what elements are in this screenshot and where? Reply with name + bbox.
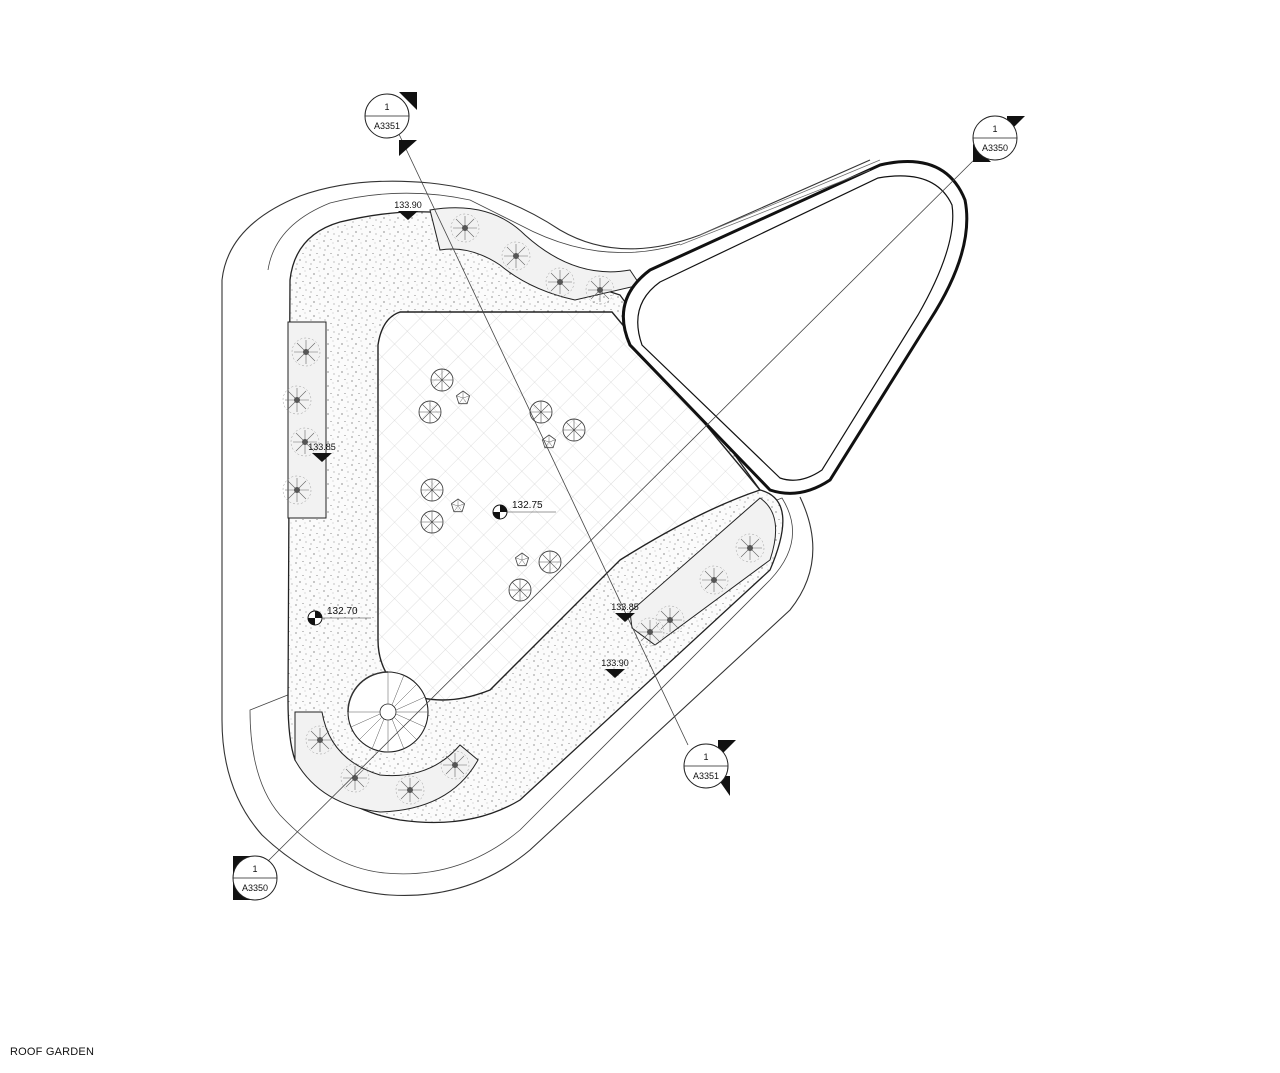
void-railing [679, 159, 881, 246]
level-tag-value: 133.90 [601, 658, 629, 668]
section-line-a3351 [397, 131, 689, 746]
section-marker-number: 1 [252, 864, 257, 874]
inner-slab-edge [249, 192, 793, 875]
section-marker-number: 1 [992, 124, 997, 134]
spot-elevation-value: 132.70 [327, 606, 358, 617]
section-marker[interactable]: 1 A3350 [972, 115, 1025, 162]
level-tag: 133.90 [394, 200, 422, 220]
level-tag-value: 133.85 [611, 602, 639, 612]
level-tag: 133.85 [308, 442, 336, 462]
section-marker-number: 1 [703, 752, 708, 762]
section-marker-sheet: A3351 [374, 121, 400, 131]
skylight-void-inner [637, 175, 954, 481]
spot-elevation-value: 132.75 [512, 500, 543, 511]
level-tag-value: 133.90 [394, 200, 422, 210]
tiled-court [377, 311, 762, 701]
planter-top [429, 207, 641, 301]
section-marker[interactable]: 1 A3350 [232, 855, 278, 901]
spot-elevation: 132.70 [307, 606, 371, 626]
section-line-a3350 [261, 151, 983, 868]
drawing-title: ROOF GARDEN [10, 1046, 95, 1058]
section-marker[interactable]: 1 A3351 [683, 740, 736, 796]
section-marker-sheet: A3350 [982, 143, 1008, 153]
section-marker-sheet: A3351 [693, 771, 719, 781]
spot-elevation: 132.75 [492, 500, 556, 520]
section-marker-number: 1 [384, 102, 389, 112]
section-marker[interactable]: 1 A3351 [364, 92, 417, 156]
section-marker-sheet: A3350 [242, 883, 268, 893]
level-tag: 133.90 [601, 658, 629, 678]
planter-bottom [294, 711, 479, 813]
spiral-stair [347, 671, 429, 753]
level-tag: 133.85 [611, 602, 639, 622]
outer-slab-edge [221, 159, 871, 896]
level-tag-value: 133.85 [308, 442, 336, 452]
